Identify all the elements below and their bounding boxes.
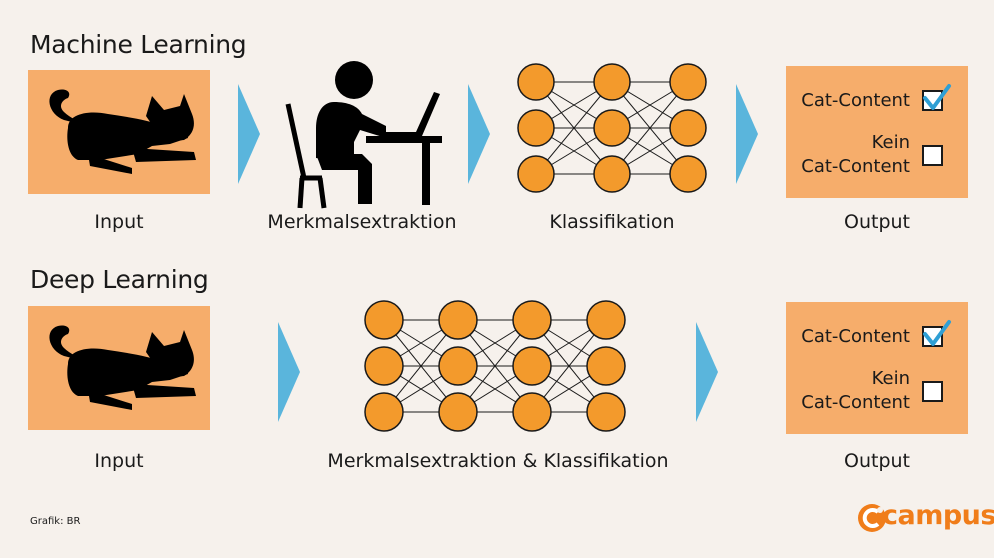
network-connection — [535, 81, 613, 175]
network-node — [669, 155, 707, 193]
cat-silhouette-icon — [49, 325, 196, 410]
kein-label: Kein — [871, 368, 910, 389]
chevron-arrow-icon — [238, 84, 260, 184]
ml-features-caption: Merkmalsextraktion — [267, 211, 457, 233]
ml-output-box: Cat-Content Kein Cat-Content — [786, 66, 968, 198]
ml-output-caption: Output — [844, 211, 910, 233]
cat-silhouette-icon — [49, 89, 196, 174]
cat-content-label: Cat-Content — [801, 90, 910, 111]
ml-title: Machine Learning — [30, 30, 247, 59]
network-node — [438, 300, 478, 340]
kein-label: Kein — [871, 132, 910, 153]
network-node — [517, 155, 555, 193]
network-connection — [611, 81, 689, 175]
network-node — [593, 63, 631, 101]
no-cat-content-checkbox — [922, 381, 943, 402]
chevron-arrow-icon — [278, 322, 300, 422]
credit-text: Grafik: BR — [30, 516, 81, 527]
dl-input-box — [28, 306, 210, 430]
network-node — [593, 155, 631, 193]
network-node — [512, 392, 552, 432]
network-node — [438, 392, 478, 432]
network-node — [517, 109, 555, 147]
chevron-arrow-icon — [468, 84, 490, 184]
neural-network-icon — [517, 63, 707, 193]
network-node — [364, 300, 404, 340]
network-node — [586, 346, 626, 386]
dl-input-caption: Input — [94, 450, 144, 472]
dl-title: Deep Learning — [30, 265, 209, 294]
ml-input-box — [28, 70, 210, 194]
network-node — [512, 300, 552, 340]
no-cat-content-label: Cat-Content — [801, 392, 910, 413]
no-cat-content-checkbox — [922, 145, 943, 166]
checkmark-icon — [923, 84, 951, 110]
ml-input-caption: Input — [94, 211, 144, 233]
network-node — [512, 346, 552, 386]
ml-classify-caption: Klassifikation — [549, 211, 675, 233]
cat-content-checkbox — [922, 84, 951, 111]
network-node — [586, 300, 626, 340]
logo-text: campus — [882, 500, 994, 531]
chevron-arrow-icon — [696, 322, 718, 422]
network-node — [438, 346, 478, 386]
campus-logo: campus — [856, 498, 994, 538]
network-node — [364, 346, 404, 386]
network-node — [364, 392, 404, 432]
network-node — [517, 63, 555, 101]
network-node — [593, 109, 631, 147]
network-node — [669, 63, 707, 101]
chevron-arrow-icon — [736, 84, 758, 184]
dl-output-box: Cat-Content Kein Cat-Content — [786, 302, 968, 434]
no-cat-content-label: Cat-Content — [801, 156, 910, 177]
dl-combined-caption: Merkmalsextraktion & Klassifikation — [327, 450, 669, 472]
network-node — [586, 392, 626, 432]
cat-content-label: Cat-Content — [801, 326, 910, 347]
person-at-desk-icon — [285, 61, 442, 209]
cat-content-checkbox — [922, 320, 951, 347]
neural-network-icon — [364, 300, 626, 432]
dl-output-caption: Output — [844, 450, 910, 472]
network-node — [669, 109, 707, 147]
checkmark-icon — [923, 320, 951, 346]
campus-logo-icon — [858, 504, 886, 532]
